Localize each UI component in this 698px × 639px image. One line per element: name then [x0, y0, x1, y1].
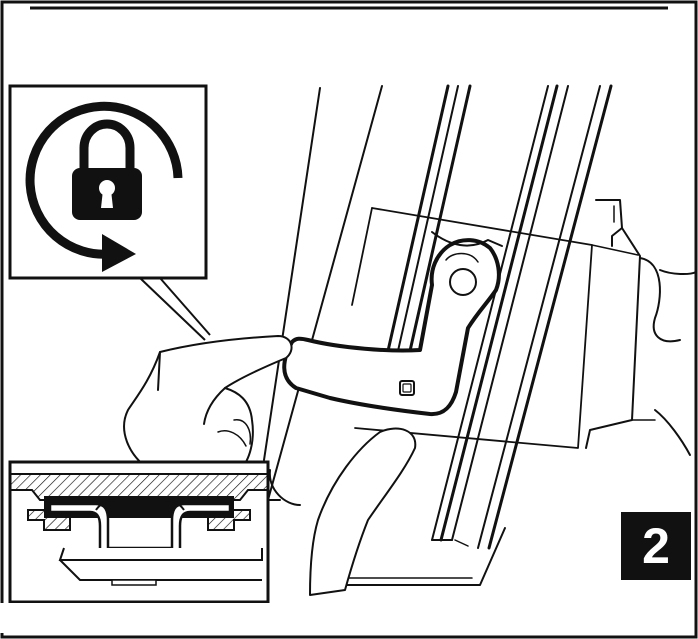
lock-callout	[8, 84, 211, 341]
callout-pointer	[139, 277, 206, 341]
device-scene	[263, 84, 697, 586]
section-detail-inset	[0, 460, 280, 633]
hand	[123, 335, 417, 596]
padlock-with-clockwise-arrow-icon	[25, 101, 183, 272]
callout-pointer	[159, 277, 211, 336]
step-number-badge: 2	[621, 512, 691, 580]
latch	[282, 231, 503, 417]
fastening-cross-section-icon	[10, 473, 268, 586]
